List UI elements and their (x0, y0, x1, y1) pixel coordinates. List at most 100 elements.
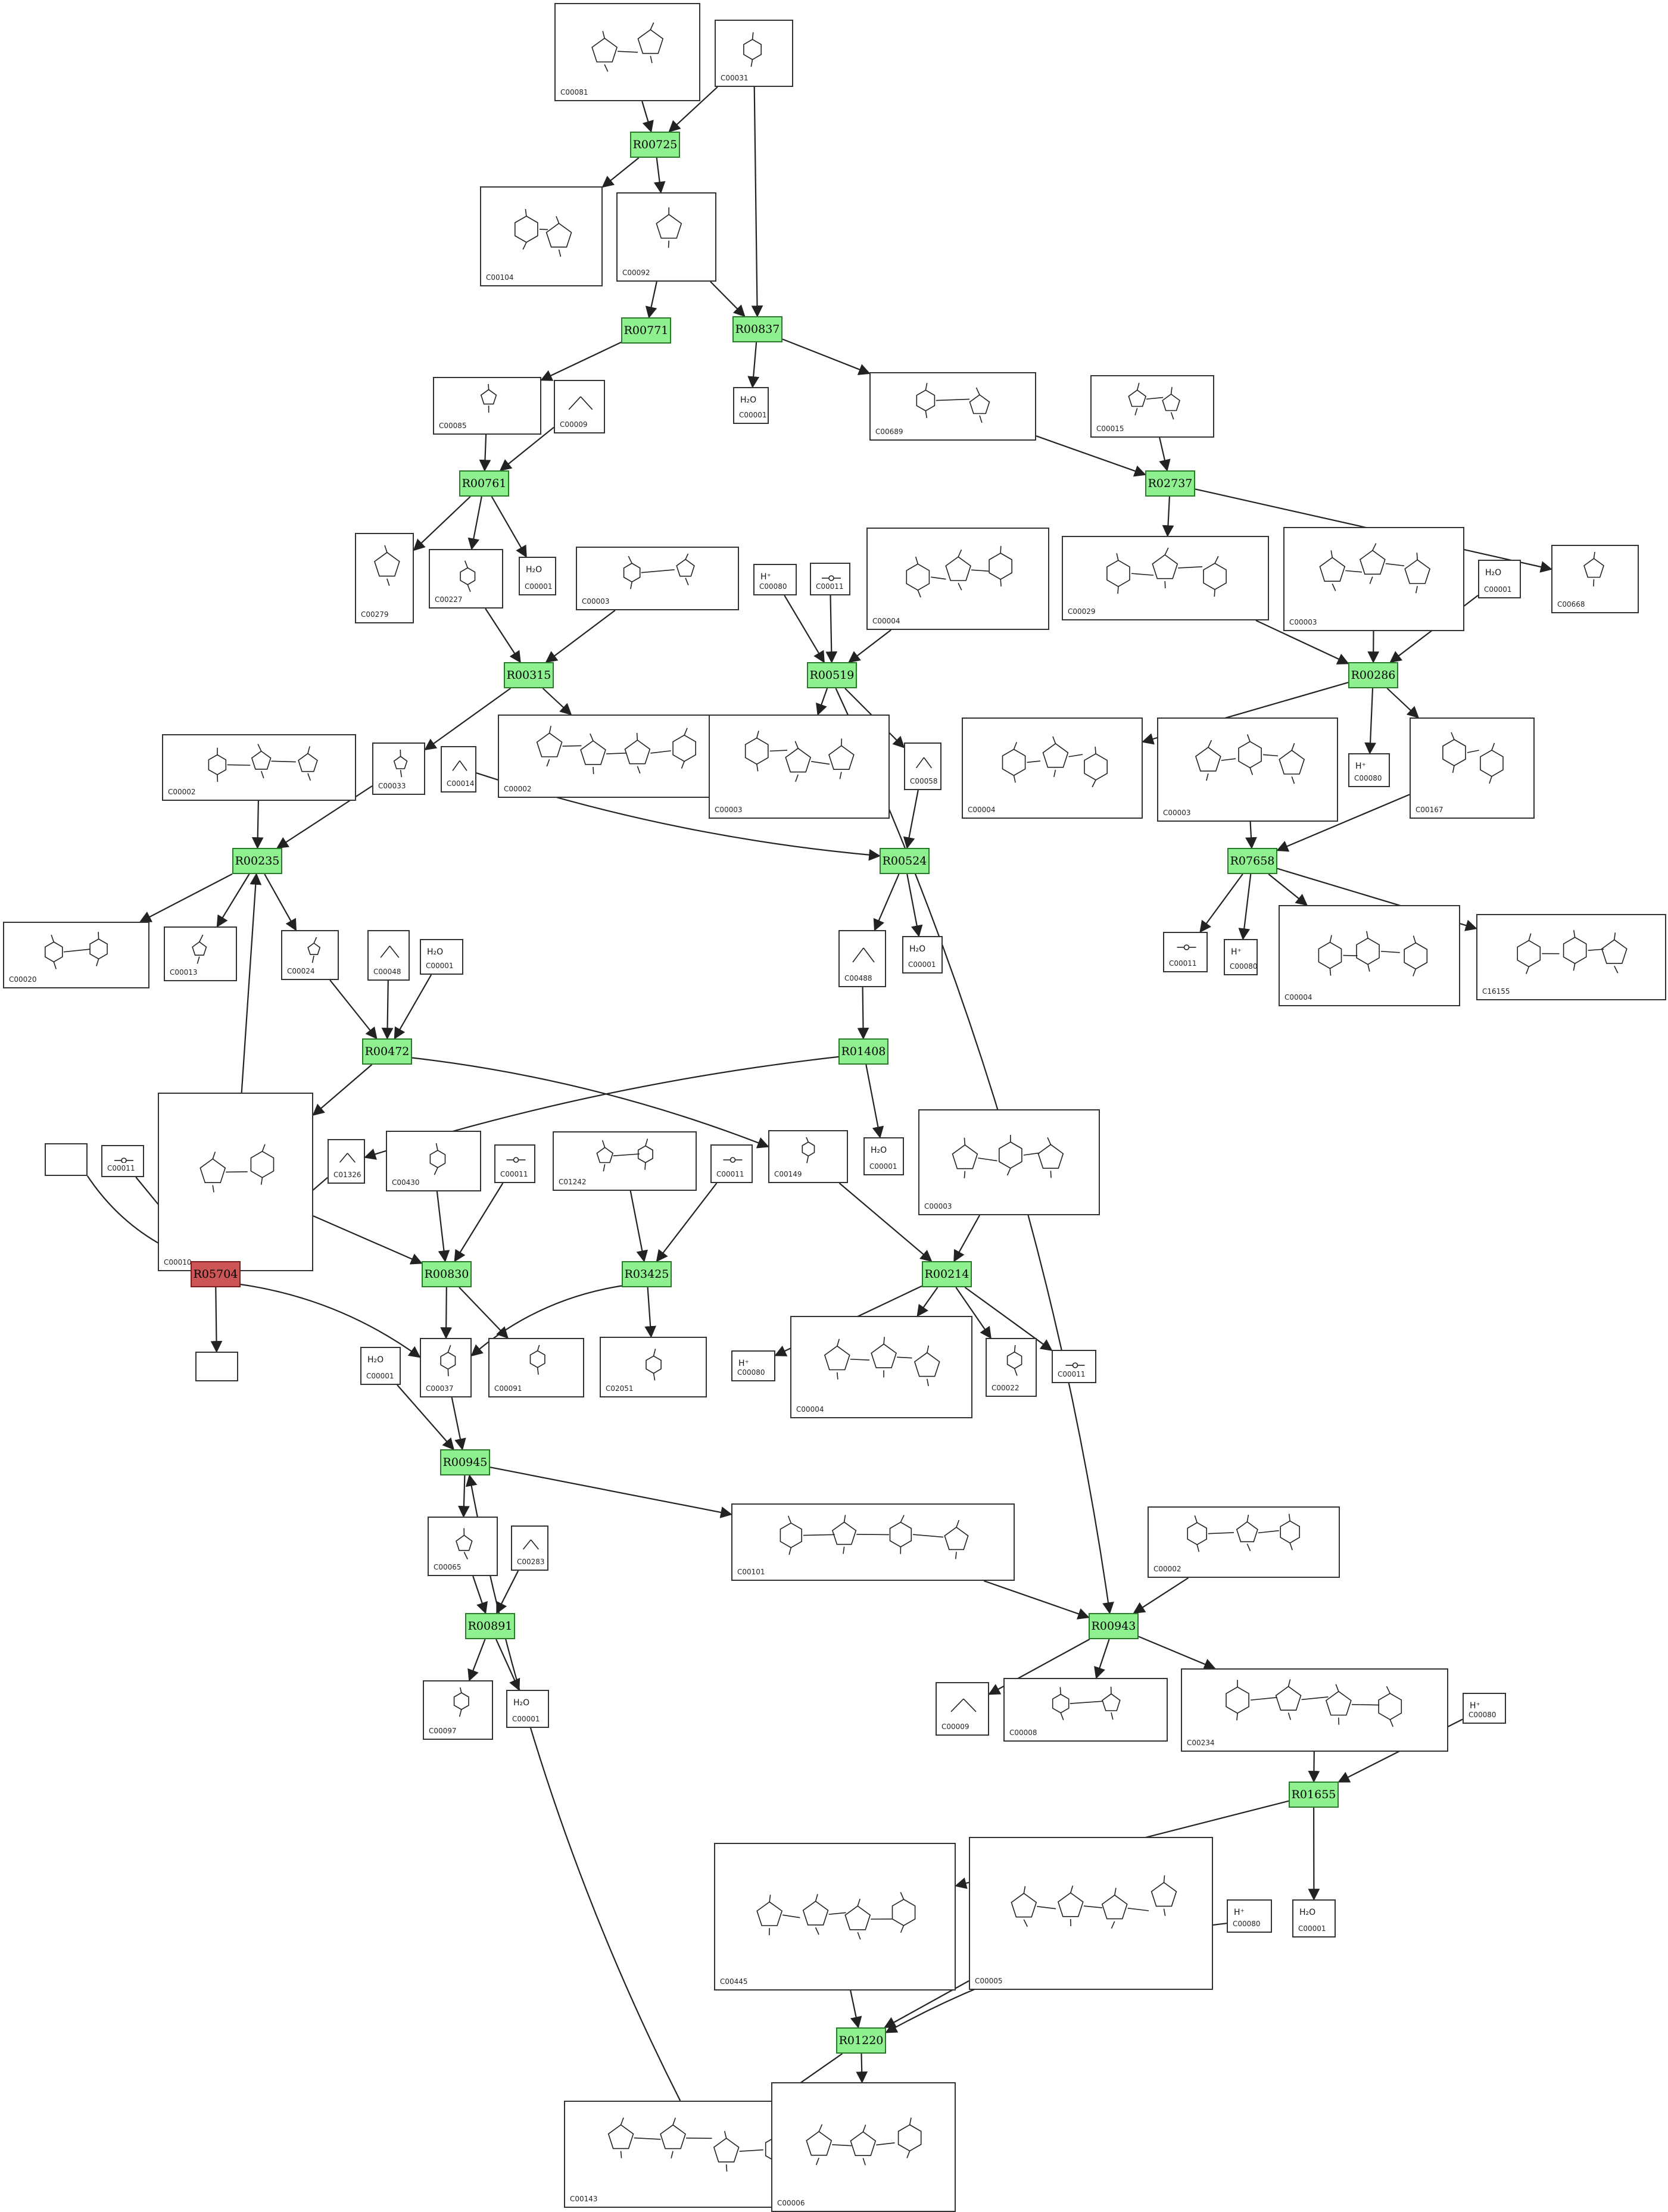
compound-c63[interactable]: C00097 (423, 1680, 493, 1740)
reaction-R00286[interactable]: R00286 (1348, 662, 1398, 688)
compound-c67[interactable]: C00234 (1181, 1668, 1448, 1752)
compound-c56[interactable]: C00004 (790, 1316, 972, 1418)
compound-c24[interactable]: C00003 (709, 715, 890, 819)
compound-c71[interactable]: H⁺C00080 (1227, 1899, 1272, 1933)
reaction-R00837[interactable]: R00837 (732, 316, 782, 342)
empty-node-box[interactable] (195, 1352, 238, 1381)
reaction-R00943[interactable]: R00943 (1089, 1613, 1139, 1639)
reaction-R02737[interactable]: R02737 (1145, 470, 1195, 497)
compound-c54[interactable]: C02051 (600, 1337, 707, 1397)
reaction-R01408[interactable]: R01408 (838, 1038, 888, 1065)
compound-c25[interactable]: C00058 (904, 742, 941, 790)
compound-c29[interactable]: C00167 (1410, 717, 1535, 819)
compound-c40[interactable]: C16155 (1476, 914, 1666, 1000)
reaction-R00891[interactable]: R00891 (465, 1613, 515, 1639)
reaction-R00830[interactable]: R00830 (422, 1261, 472, 1287)
compound-c4[interactable]: C00085 (433, 377, 541, 435)
compound-c0[interactable]: C00081 (554, 3, 700, 101)
reaction-R01655[interactable]: R01655 (1289, 1782, 1339, 1808)
reaction-R00214[interactable]: R00214 (922, 1261, 972, 1287)
compound-c61[interactable]: C00101 (731, 1503, 1015, 1581)
compound-c35[interactable]: C00488 (838, 930, 886, 987)
compound-c45[interactable]: C00011 (494, 1144, 535, 1183)
reaction-R00235[interactable]: R00235 (232, 848, 282, 874)
compound-c62[interactable]: C00002 (1148, 1506, 1340, 1578)
compound-c39[interactable]: C00004 (1279, 905, 1460, 1006)
reaction-R00771[interactable]: R00771 (621, 317, 671, 344)
compound-c60[interactable]: C00283 (511, 1525, 548, 1571)
compound-c20[interactable]: C00002 (162, 734, 356, 801)
compound-c48[interactable]: C00149 (768, 1130, 848, 1183)
compound-c32[interactable]: C00024 (281, 930, 339, 980)
compound-c37[interactable]: C00011 (1163, 932, 1208, 972)
reaction-R05704[interactable]: R05704 (191, 1261, 241, 1287)
compound-c28[interactable]: H⁺C00080 (1348, 753, 1390, 787)
reaction-R07658[interactable]: R07658 (1227, 848, 1277, 874)
compound-c59[interactable]: C00065 (428, 1517, 498, 1576)
compound-id: C00009 (560, 420, 588, 429)
compound-c8[interactable]: C00015 (1090, 375, 1214, 438)
compound-c68[interactable]: H⁺C00080 (1463, 1693, 1506, 1724)
reaction-R03425[interactable]: R03425 (622, 1261, 672, 1287)
compound-c31[interactable]: C00013 (164, 926, 237, 981)
compound-c74[interactable]: C00006 (771, 2082, 956, 2212)
compound-c58[interactable]: C00011 (1052, 1350, 1096, 1383)
compound-c50[interactable]: C00003 (918, 1109, 1100, 1215)
compound-c46[interactable]: C01242 (553, 1131, 697, 1191)
compound-c9[interactable]: C00279 (355, 533, 414, 623)
reaction-R00945[interactable]: R00945 (440, 1449, 490, 1475)
compound-c53[interactable]: C00091 (488, 1338, 584, 1397)
compound-c1[interactable]: C00031 (715, 20, 793, 87)
compound-c42[interactable]: C00011 (101, 1145, 144, 1177)
reaction-R00472[interactable]: R00472 (362, 1038, 412, 1065)
compound-c57[interactable]: C00022 (986, 1338, 1037, 1397)
compound-c30[interactable]: C00020 (3, 922, 149, 988)
compound-c52[interactable]: C00037 (420, 1338, 472, 1397)
compound-c33[interactable]: C00048 (367, 930, 410, 981)
compound-c3[interactable]: C00092 (616, 192, 716, 282)
compound-c38[interactable]: H⁺C00080 (1224, 939, 1258, 975)
reaction-R00725[interactable]: R00725 (630, 132, 680, 158)
compound-c27[interactable]: C00003 (1157, 717, 1338, 822)
reaction-R01220[interactable]: R01220 (836, 2027, 886, 2054)
compound-c69[interactable]: C00445 (714, 1843, 956, 1991)
empty-node-box[interactable] (45, 1143, 88, 1176)
reaction-R00524[interactable]: R00524 (880, 848, 930, 874)
compound-c70[interactable]: C00005 (969, 1837, 1213, 1990)
compound-c17[interactable]: C00003 (1283, 527, 1464, 631)
reaction-R00519[interactable]: R00519 (807, 662, 857, 688)
reaction-R00315[interactable]: R00315 (504, 662, 554, 688)
compound-c16[interactable]: C00029 (1062, 536, 1269, 620)
compound-c23[interactable]: C00002 (498, 715, 734, 798)
compound-c26[interactable]: C00004 (962, 717, 1143, 819)
compound-c13[interactable]: H⁺C00080 (753, 564, 797, 595)
compound-c44[interactable]: C00430 (386, 1131, 481, 1191)
compound-c7[interactable]: C00689 (869, 372, 1036, 441)
compound-c15[interactable]: C00004 (866, 528, 1049, 630)
compound-c55[interactable]: H⁺C00080 (731, 1350, 775, 1381)
compound-c22[interactable]: C00033 (372, 742, 425, 795)
compound-c5[interactable]: C00009 (554, 380, 605, 433)
compound-c43[interactable]: C01326 (328, 1139, 365, 1184)
compound-c66[interactable]: C00008 (1003, 1678, 1168, 1742)
compound-c47[interactable]: C00011 (710, 1144, 753, 1183)
compound-c14[interactable]: C00011 (810, 563, 850, 595)
reaction-R00761[interactable]: R00761 (459, 470, 509, 497)
compound-c21[interactable]: C00014 (441, 746, 476, 793)
compound-c65[interactable]: C00009 (936, 1682, 989, 1736)
compound-c19[interactable]: C00668 (1551, 545, 1639, 613)
compound-c2[interactable]: C00104 (480, 186, 603, 286)
edge-c10-to-R00315 (485, 608, 521, 663)
compound-c41[interactable]: C00010 (158, 1093, 313, 1271)
compound-c10[interactable]: C00227 (429, 549, 503, 609)
compound-c12[interactable]: C00003 (576, 547, 739, 610)
